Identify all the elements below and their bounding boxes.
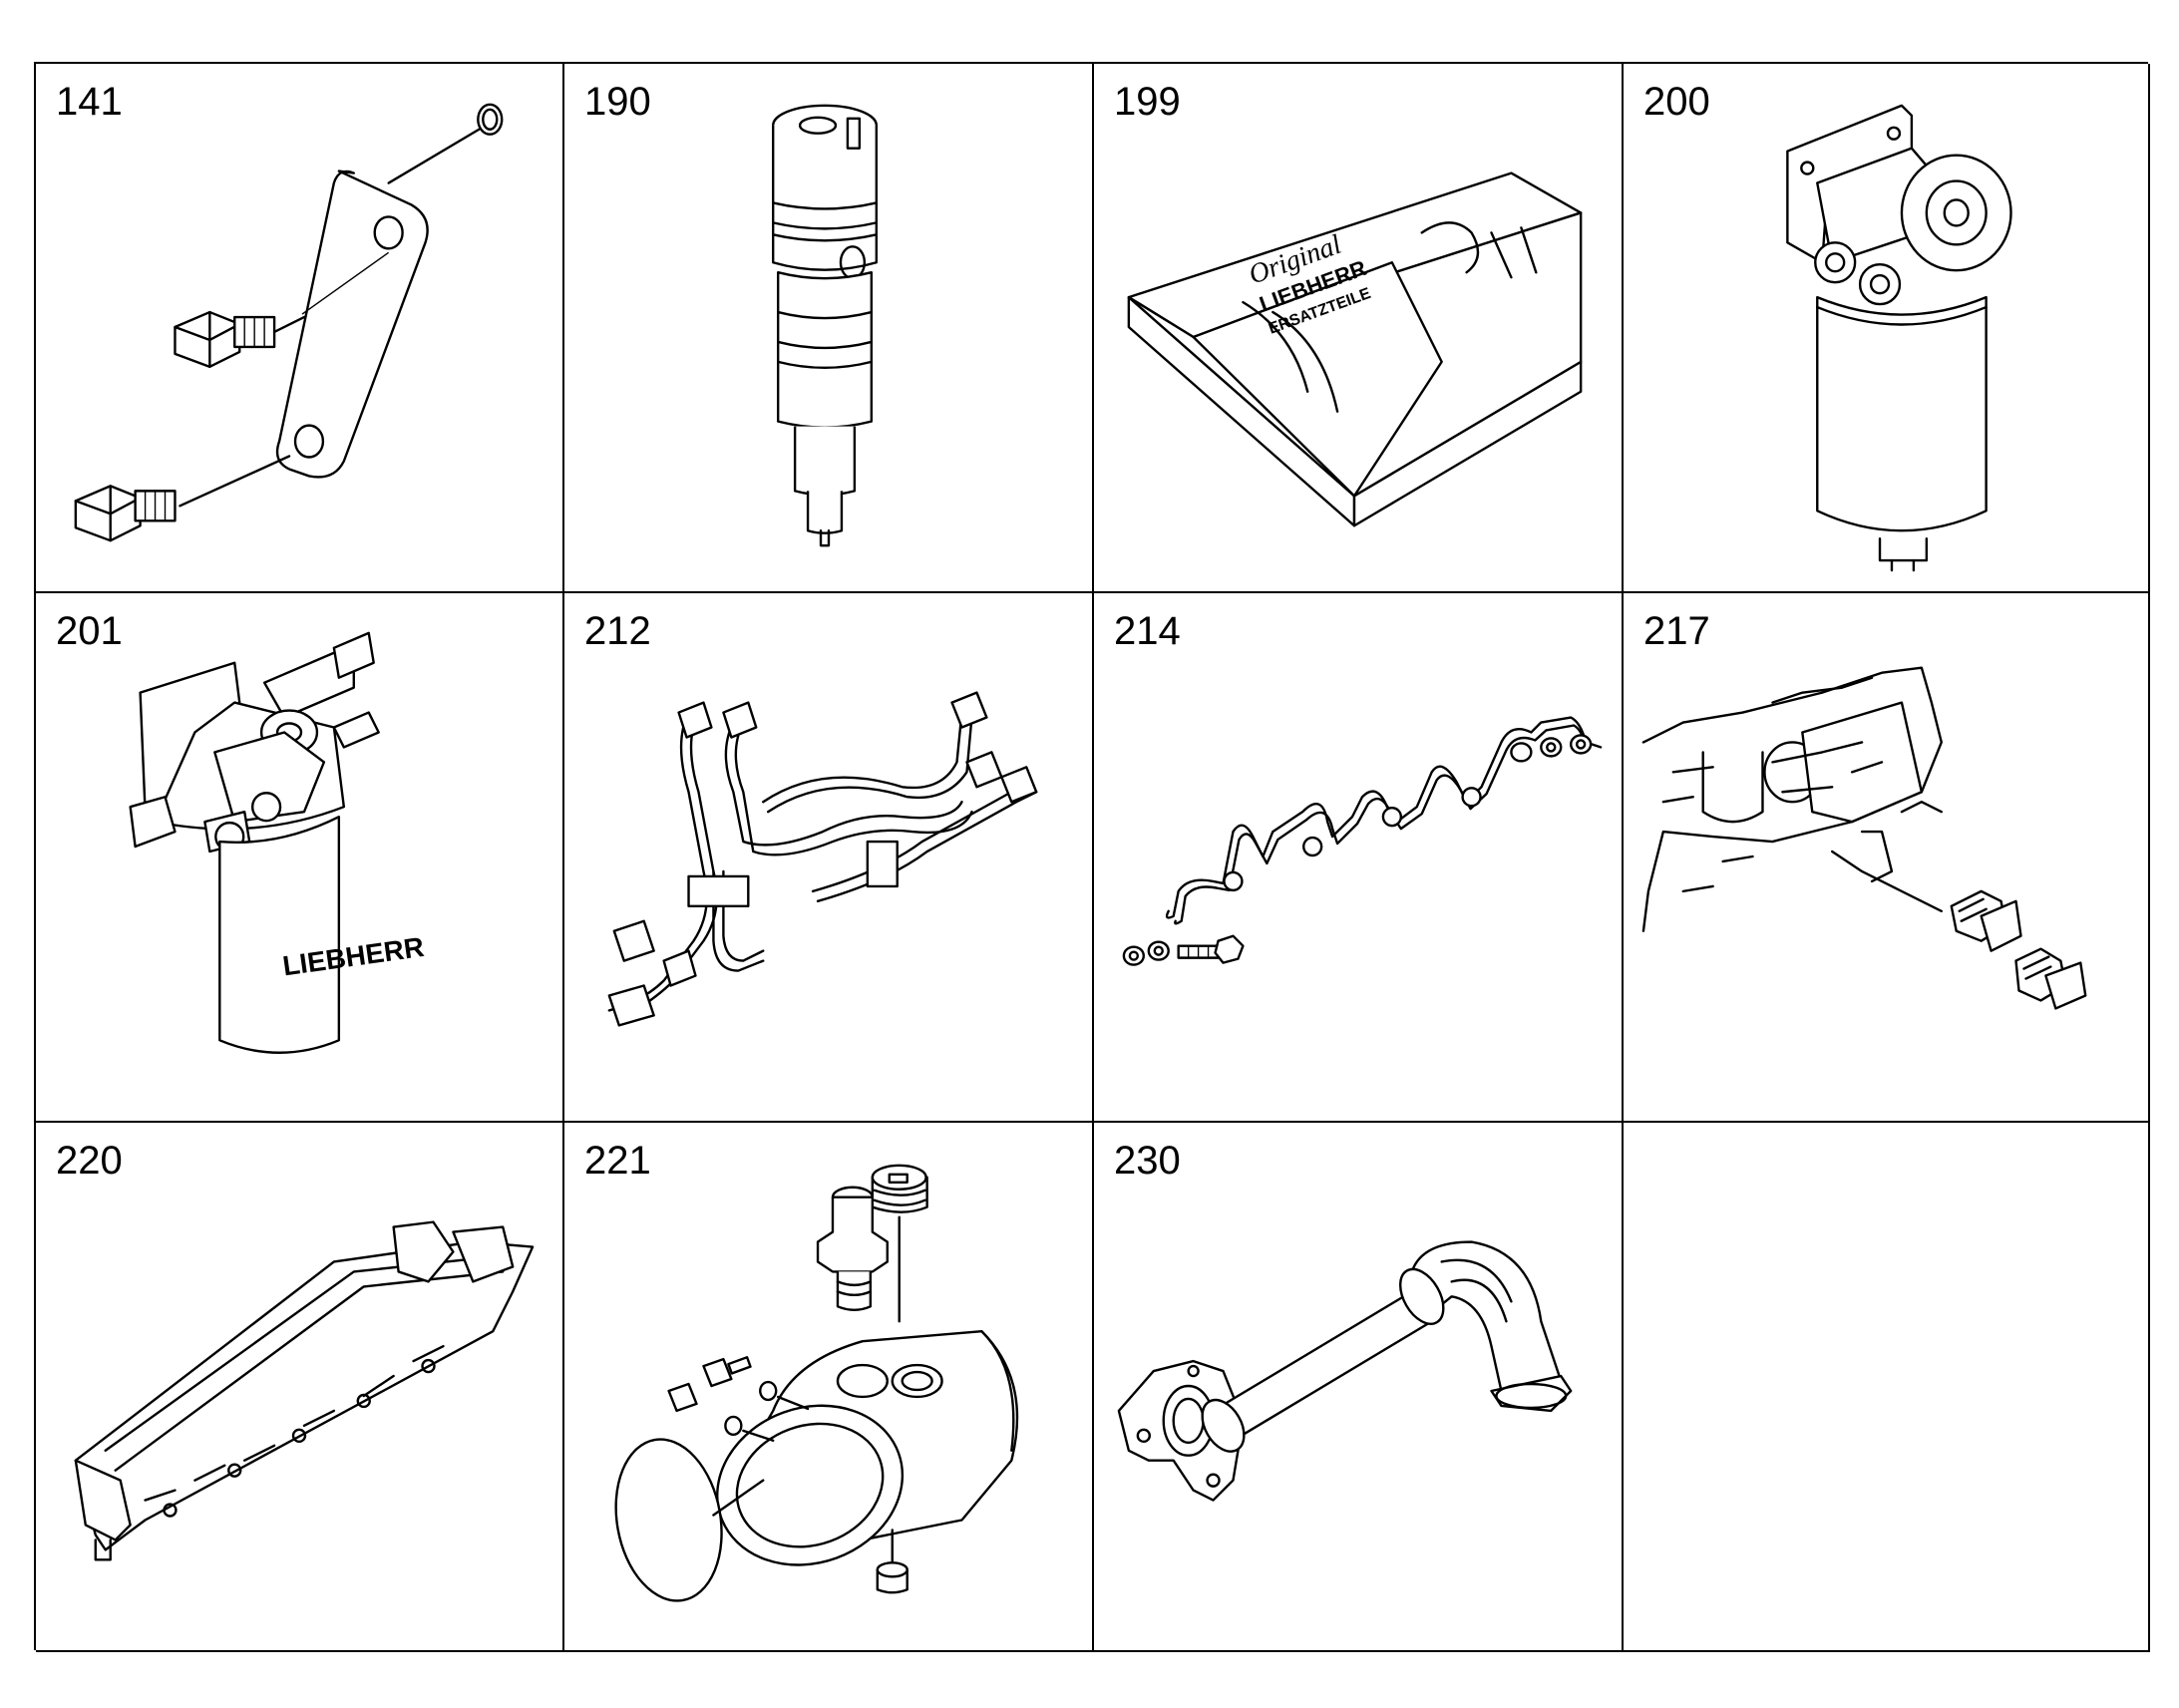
part-cell-220[interactable]: 220 (36, 1123, 564, 1652)
part-number: 201 (56, 609, 123, 653)
part-cell-199[interactable]: 199 Original LIEBHERR ERSATZTEILE (1094, 64, 1624, 593)
fuel-filter-head-icon: LIEBHERR (129, 631, 426, 1054)
part-number: 220 (56, 1139, 123, 1183)
part-number: 212 (584, 609, 651, 653)
intake-manifold-icon (74, 1220, 535, 1561)
screw-fittings-icon (1641, 666, 2087, 1010)
part-cell-214[interactable]: 214 (1094, 593, 1624, 1123)
pipe-housing-icon (614, 1164, 1019, 1602)
part-cell-201[interactable]: 201 LIEBHERR (36, 593, 564, 1123)
injection-line-icon (1122, 716, 1603, 966)
part-number: 141 (56, 80, 123, 124)
part-number: 200 (1643, 80, 1710, 124)
part-number: 190 (584, 80, 651, 124)
exhaust-elbow-pipe-icon (1117, 1240, 1573, 1502)
injector-nozzle-icon (772, 104, 879, 547)
part-cell-217[interactable]: 217 (1624, 593, 2150, 1123)
fuel-filter-with-bracket-icon (1786, 104, 2012, 572)
part-number: 230 (1114, 1139, 1181, 1183)
part-number: 214 (1114, 609, 1181, 653)
part-number: 199 (1114, 80, 1181, 124)
fuel-lines-icon (607, 691, 1038, 1027)
parts-grid: 141 190 (34, 62, 2150, 1652)
part-number: 217 (1643, 609, 1710, 653)
part-cell-190[interactable]: 190 (564, 64, 1094, 593)
part-cell-212[interactable]: 212 (564, 593, 1094, 1123)
part-number: 221 (584, 1139, 651, 1183)
part-cell-221[interactable]: 221 (564, 1123, 1094, 1652)
part-cell-141[interactable]: 141 (36, 64, 564, 593)
part-cell-230[interactable]: 230 (1094, 1123, 1624, 1652)
bracket-with-bolts-icon (74, 103, 504, 542)
part-cell-200[interactable]: 200 (1624, 64, 2150, 593)
empty-cell (1624, 1123, 2150, 1652)
original-spare-parts-box-icon: Original LIEBHERR ERSATZTEILE (1127, 171, 1583, 527)
